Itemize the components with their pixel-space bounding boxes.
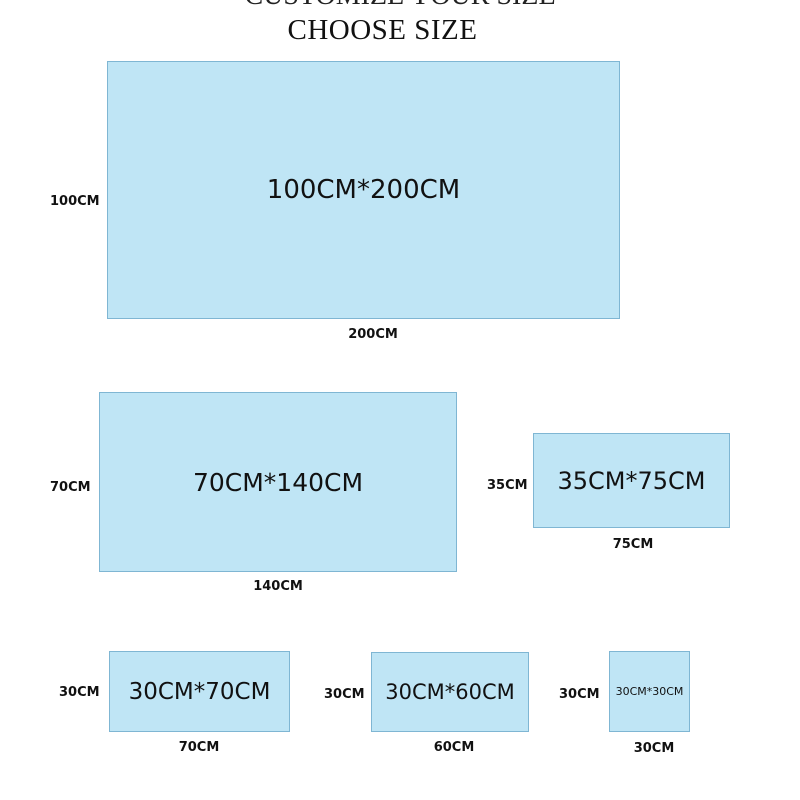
height-label-30x60: 30CM — [324, 687, 365, 702]
height-label-70x140: 70CM — [50, 480, 91, 495]
width-label-30x70: 70CM — [178, 740, 220, 755]
size-box-100x200: 100CM*200CM — [107, 61, 620, 319]
width-label-30x60: 60CM — [433, 740, 475, 755]
cropped-heading: CUSTOMIZE YOUR SIZE — [0, 0, 800, 10]
height-label-35x75: 35CM — [487, 478, 528, 493]
size-box-30x70: 30CM*70CM — [109, 651, 290, 732]
size-box-70x140: 70CM*140CM — [99, 392, 457, 572]
size-box-30x30: 30CM*30CM — [609, 651, 690, 732]
size-box-30x60: 30CM*60CM — [371, 652, 529, 732]
width-label-70x140: 140CM — [253, 579, 303, 594]
height-label-100x200: 100CM — [50, 194, 100, 209]
height-label-30x30: 30CM — [559, 687, 600, 702]
width-label-100x200: 200CM — [348, 327, 398, 342]
width-label-30x30: 30CM — [633, 741, 675, 756]
page-title: CHOOSE SIZE — [287, 14, 478, 46]
width-label-35x75: 75CM — [612, 537, 654, 552]
height-label-30x70: 30CM — [59, 685, 100, 700]
size-box-35x75: 35CM*75CM — [533, 433, 730, 528]
